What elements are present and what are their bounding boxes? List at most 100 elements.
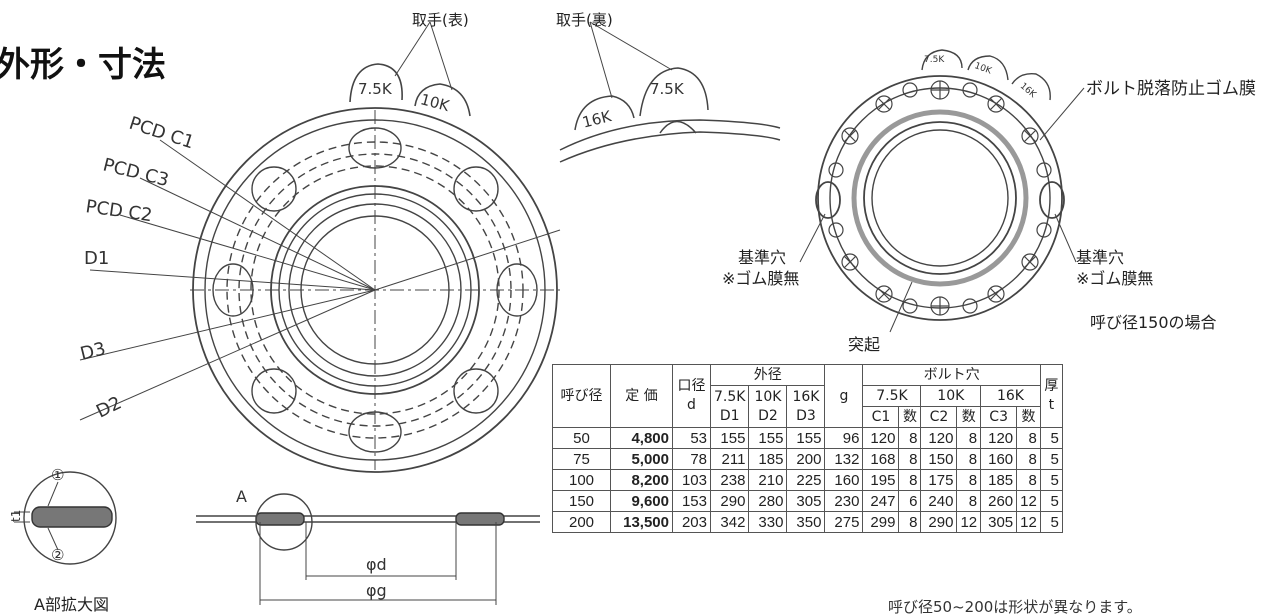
table-cell: 100 <box>552 469 611 491</box>
table-cell: 8,200 <box>610 469 673 491</box>
table-cell: 203 <box>672 511 711 533</box>
table-cell: 120 <box>862 427 900 449</box>
detail-a-label: A <box>236 487 247 506</box>
table-cell: 75 <box>552 448 611 470</box>
handle-front-label: 取手(表) <box>412 11 469 29</box>
table-cell: 225 <box>786 469 826 491</box>
table-cell: 260 <box>980 490 1018 512</box>
table-cell: 8 <box>956 427 982 449</box>
table-cell: 4,800 <box>610 427 673 449</box>
header-c1: C1 <box>862 406 900 428</box>
detail-caption: A部拡大図 <box>34 595 109 614</box>
phi-g-label: φg <box>366 581 387 600</box>
table-cell: 275 <box>824 511 864 533</box>
page-title: 外形・寸法 <box>0 45 166 85</box>
table-cell: 78 <box>672 448 711 470</box>
header-bolt-16k: 16K <box>980 385 1041 407</box>
table-cell: 8 <box>956 448 982 470</box>
table-cell: 155 <box>748 427 788 449</box>
table-cell: 185 <box>980 469 1018 491</box>
case-note: 呼び径150の場合 <box>1090 313 1217 332</box>
header-bolt: ボルト穴 <box>862 364 1041 386</box>
table-cell: 175 <box>920 469 958 491</box>
table-cell: 211 <box>709 448 750 470</box>
header-g: g <box>824 364 864 428</box>
table-cell: 13,500 <box>610 511 673 533</box>
ref-hole-left-label: 基準穴 <box>738 248 786 267</box>
d2-label: D2 <box>93 393 125 423</box>
detail-mark-1: ① <box>51 466 64 484</box>
table-cell: 200 <box>786 448 826 470</box>
header-count-3: 数 <box>1016 406 1041 428</box>
table-cell: 8 <box>898 511 922 533</box>
table-cell: 103 <box>672 469 711 491</box>
flange-rubber-view <box>799 49 1085 333</box>
table-cell: 150 <box>920 448 958 470</box>
table-cell: 5 <box>1039 490 1063 512</box>
table-cell: 155 <box>709 427 750 449</box>
table-cell: 8 <box>898 469 922 491</box>
table-cell: 247 <box>862 490 900 512</box>
table-cell: 53 <box>672 427 711 449</box>
back-tab-75k: 7.5K <box>650 80 685 98</box>
table-cell: 5 <box>1039 427 1063 449</box>
tab-label-75k: 7.5K <box>358 80 393 98</box>
back-tab-16k: 16K <box>581 107 615 132</box>
tab-label-10k: 10K <box>418 90 452 115</box>
table-cell: 5,000 <box>610 448 673 470</box>
table-cell: 330 <box>748 511 788 533</box>
header-c3: C3 <box>980 406 1018 428</box>
ref-hole-left-note: ※ゴム膜無 <box>722 269 799 288</box>
table-cell: 8 <box>898 427 922 449</box>
table-cell: 160 <box>824 469 864 491</box>
header-c2: C2 <box>920 406 958 428</box>
pcd-c2-label: PCD C2 <box>84 196 153 226</box>
header-nominal: 呼び径 <box>552 364 611 428</box>
header-outer: 外径 <box>709 364 826 386</box>
phi-d-label: φd <box>366 555 387 574</box>
d1-label: D1 <box>84 248 109 269</box>
d3-label: D3 <box>78 338 108 364</box>
rubber-tab-16k: 16K <box>1018 81 1039 101</box>
table-cell: 200 <box>552 511 611 533</box>
table-cell: 150 <box>552 490 611 512</box>
header-bolt-75k: 7.5K <box>862 385 922 407</box>
table-cell: 153 <box>672 490 711 512</box>
handle-back-view <box>559 21 781 163</box>
rubber-tab-75k: 7.5K <box>924 55 945 65</box>
table-cell: 290 <box>920 511 958 533</box>
table-cell: 168 <box>862 448 900 470</box>
table-cell: 96 <box>824 427 864 449</box>
table-cell: 155 <box>786 427 826 449</box>
table-cell: 132 <box>824 448 864 470</box>
table-cell: 280 <box>748 490 788 512</box>
pcd-c3-label: PCD C3 <box>101 154 171 191</box>
detail-mark-2: ② <box>51 546 64 564</box>
table-cell: 350 <box>786 511 826 533</box>
table-cell: 120 <box>980 427 1018 449</box>
table-cell: 5 <box>1039 448 1063 470</box>
t1-label: t1 <box>9 510 23 522</box>
table-cell: 299 <box>862 511 900 533</box>
protrusion-label: 突起 <box>848 335 880 354</box>
table-cell: 305 <box>786 490 826 512</box>
table-cell: 185 <box>748 448 788 470</box>
table-cell: 160 <box>980 448 1018 470</box>
table-cell: 240 <box>920 490 958 512</box>
header-count-2: 数 <box>956 406 982 428</box>
table-cell: 8 <box>1016 448 1041 470</box>
table-cell: 195 <box>862 469 900 491</box>
table-cell: 6 <box>898 490 922 512</box>
table-cell: 50 <box>552 427 611 449</box>
table-cell: 210 <box>748 469 788 491</box>
